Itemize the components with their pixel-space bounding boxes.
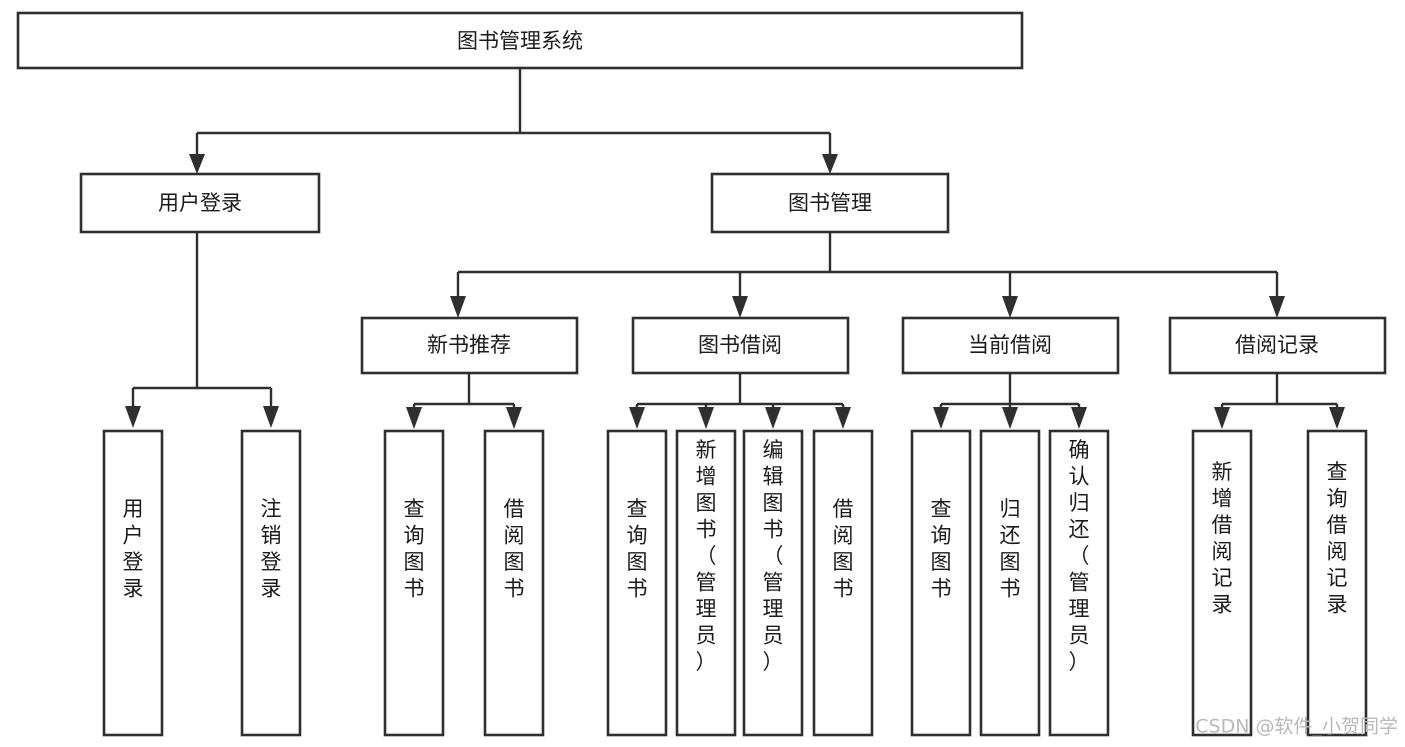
node-leaf-query-book-2-box[interactable] <box>606 429 668 737</box>
node-user-login[interactable]: 用户登录 <box>79 172 321 234</box>
arrow-head-leaf-user-logout <box>263 406 279 428</box>
arrow-head-current-borrow <box>1002 296 1018 318</box>
node-leaf-return-book-box[interactable] <box>979 429 1041 737</box>
arrow-head-user-login <box>189 154 205 174</box>
node-book-management[interactable]: 图书管理 <box>710 172 950 234</box>
node-leaf-query-book-3[interactable]: 查询图书 <box>910 429 972 737</box>
node-book-borrow[interactable]: 图书借阅 <box>631 316 850 375</box>
arrow-head-leaf-add-book <box>698 407 714 429</box>
node-leaf-add-record-box[interactable] <box>1191 429 1253 737</box>
node-leaf-borrow-book-1[interactable]: 借阅图书 <box>483 429 545 737</box>
node-leaf-query-book-3-box[interactable] <box>910 429 972 737</box>
node-book-borrow-label: 图书借阅 <box>698 333 782 357</box>
node-current-borrow[interactable]: 当前借阅 <box>901 316 1120 375</box>
node-leaf-borrow-book-2-box[interactable] <box>812 429 874 737</box>
arrow-head-leaf-confirm-return <box>1071 407 1087 429</box>
node-leaf-add-record[interactable]: 新增借阅记录 <box>1191 429 1253 737</box>
node-leaf-confirm-return-box[interactable] <box>1048 429 1110 737</box>
node-user-login-label: 用户登录 <box>158 191 242 215</box>
node-leaf-borrow-book-2-label: 借阅图书 <box>833 497 854 601</box>
node-leaf-borrow-book-2[interactable]: 借阅图书 <box>812 429 874 737</box>
node-current-borrow-box[interactable] <box>901 316 1120 375</box>
node-leaf-return-book-label: 归还图书 <box>1000 497 1021 601</box>
node-leaf-query-record[interactable]: 查询借阅记录 <box>1306 429 1368 737</box>
node-current-borrow-label: 当前借阅 <box>968 333 1052 357</box>
node-leaf-add-book-box[interactable] <box>675 429 737 737</box>
node-leaf-edit-book[interactable]: 编辑图书（管理员） <box>742 429 804 737</box>
node-leaf-add-book[interactable]: 新增图书（管理员） <box>675 429 737 737</box>
node-book-management-box[interactable] <box>710 172 950 234</box>
arrow-head-leaf-user-login <box>125 406 141 428</box>
node-leaf-query-book-3-label: 查询图书 <box>931 497 952 601</box>
arrow-head-leaf-borrow-book-1 <box>506 407 522 429</box>
arrow-head-book-borrow <box>732 296 748 318</box>
node-leaf-user-logout-label: 注销登录 <box>261 497 282 601</box>
arrow-head-leaf-borrow-book-2 <box>835 407 851 429</box>
arrow-head-leaf-query-record <box>1329 407 1345 429</box>
csdn-watermark: CSDN @软件_小贺同学 <box>1195 716 1398 738</box>
node-leaf-user-logout-box[interactable] <box>240 429 302 737</box>
arrow-head-leaf-query-book-3 <box>933 407 949 429</box>
arrow-head-new-book-recommend <box>450 296 466 318</box>
node-borrow-record-label: 借阅记录 <box>1235 333 1319 357</box>
arrow-head-book-management <box>822 154 838 174</box>
arrow-head-leaf-query-book-1 <box>406 407 422 429</box>
arrow-head-leaf-query-book-2 <box>629 407 645 429</box>
arrow-head-leaf-edit-book <box>765 407 781 429</box>
node-user-login-box[interactable] <box>79 172 321 234</box>
node-leaf-user-logout[interactable]: 注销登录 <box>240 429 302 737</box>
node-leaf-confirm-return-label: 确认归还（管理员） <box>1069 438 1090 674</box>
node-leaf-user-login-label: 用户登录 <box>123 497 144 601</box>
node-leaf-edit-book-label: 编辑图书（管理员） <box>763 438 784 674</box>
node-leaf-add-book-label: 新增图书（管理员） <box>696 438 717 674</box>
node-leaf-query-record-box[interactable] <box>1306 429 1368 737</box>
node-leaf-query-record-label: 查询借阅记录 <box>1327 460 1348 617</box>
node-leaf-user-login[interactable]: 用户登录 <box>102 429 164 737</box>
node-book-borrow-box[interactable] <box>631 316 850 375</box>
node-new-book-recommend-box[interactable] <box>360 316 579 375</box>
arrow-head-borrow-record <box>1269 296 1285 318</box>
node-root-label: 图书管理系统 <box>457 29 583 53</box>
node-leaf-confirm-return[interactable]: 确认归还（管理员） <box>1048 429 1110 737</box>
node-leaf-query-book-1[interactable]: 查询图书 <box>383 429 445 737</box>
node-new-book-recommend-label: 新书推荐 <box>427 333 511 357</box>
node-leaf-return-book[interactable]: 归还图书 <box>979 429 1041 737</box>
node-borrow-record-box[interactable] <box>1168 316 1387 375</box>
node-new-book-recommend[interactable]: 新书推荐 <box>360 316 579 375</box>
node-book-management-label: 图书管理 <box>788 191 872 215</box>
node-root[interactable]: 图书管理系统 <box>16 11 1024 70</box>
arrow-head-leaf-add-record <box>1214 407 1230 429</box>
node-leaf-query-book-1-box[interactable] <box>383 429 445 737</box>
node-leaf-query-book-2-label: 查询图书 <box>627 497 648 601</box>
node-leaf-user-login-box[interactable] <box>102 429 164 737</box>
node-leaf-borrow-book-1-label: 借阅图书 <box>504 497 525 601</box>
arrow-head-leaf-return-book <box>1002 407 1018 429</box>
node-leaf-query-book-2[interactable]: 查询图书 <box>606 429 668 737</box>
connector-layer <box>125 68 1345 429</box>
node-leaf-add-record-label: 新增借阅记录 <box>1212 460 1233 617</box>
node-leaf-query-book-1-label: 查询图书 <box>404 497 425 601</box>
node-root-box[interactable] <box>16 11 1024 70</box>
node-leaf-borrow-book-1-box[interactable] <box>483 429 545 737</box>
node-borrow-record[interactable]: 借阅记录 <box>1168 316 1387 375</box>
node-leaf-edit-book-box[interactable] <box>742 429 804 737</box>
